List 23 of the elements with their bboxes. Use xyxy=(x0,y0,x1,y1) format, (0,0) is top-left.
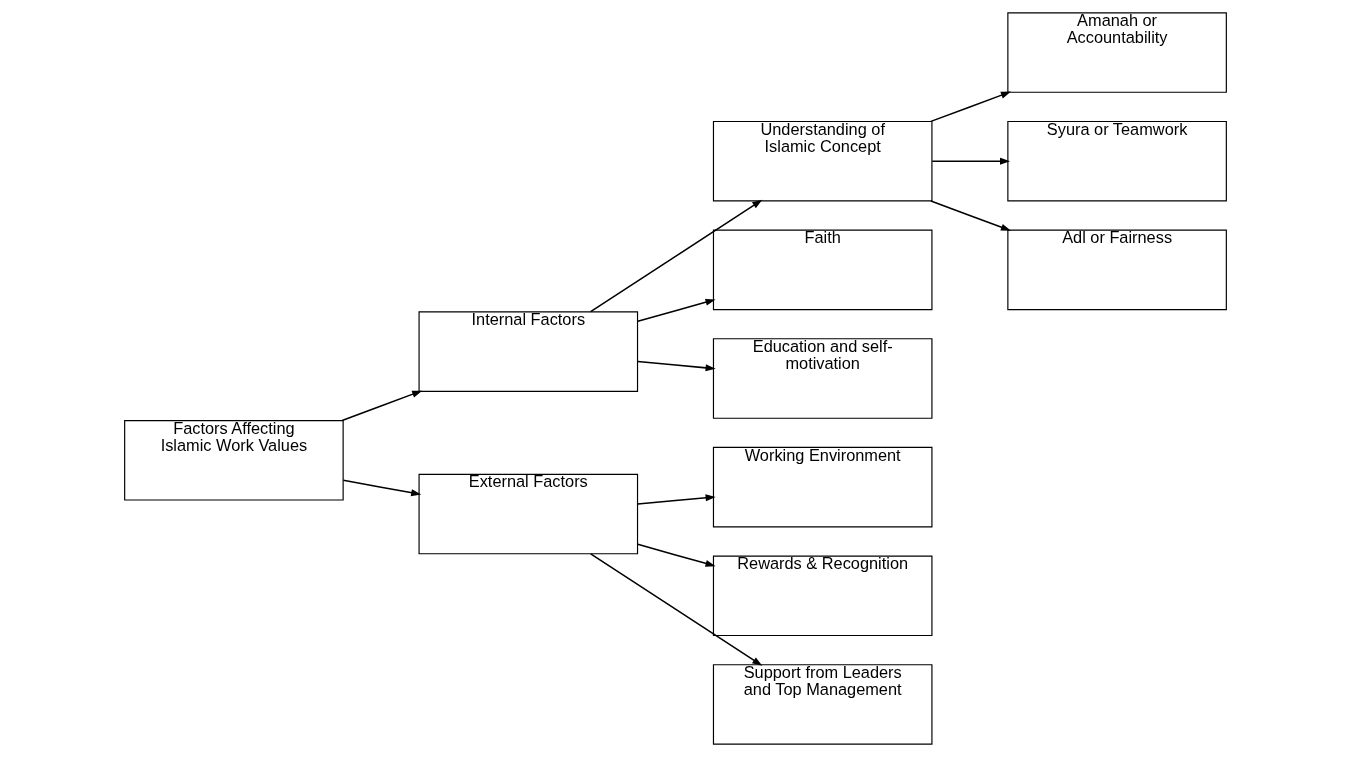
node-box: Internal Factors xyxy=(418,311,639,392)
arrow xyxy=(931,157,1011,165)
node-box: Factors Affecting Islamic Work Values xyxy=(124,419,344,501)
arrow xyxy=(342,479,422,497)
node-box: Amanah or Accountability xyxy=(1007,12,1227,93)
node-box: Understanding of Islamic Concept xyxy=(712,120,933,202)
arrow xyxy=(637,543,716,567)
arrow xyxy=(341,390,423,422)
node-box: Rewards & Recognition xyxy=(712,555,933,637)
node-box: Syura or Teamwork xyxy=(1007,120,1227,202)
arrow xyxy=(930,200,1011,231)
node-box: Faith xyxy=(712,229,933,311)
arrow xyxy=(589,553,763,666)
node-box: Education and self-motivation xyxy=(712,338,933,419)
arrow xyxy=(637,360,716,372)
node-box: Working Environment xyxy=(712,446,933,528)
node-box: Support from Leaders and Top Management xyxy=(712,664,933,745)
node-box: External Factors xyxy=(418,473,639,555)
arrow xyxy=(930,91,1011,123)
arrow xyxy=(637,494,716,505)
arrow xyxy=(589,199,763,313)
node-box: Adl or Fairness xyxy=(1007,229,1227,311)
arrow xyxy=(637,298,716,323)
